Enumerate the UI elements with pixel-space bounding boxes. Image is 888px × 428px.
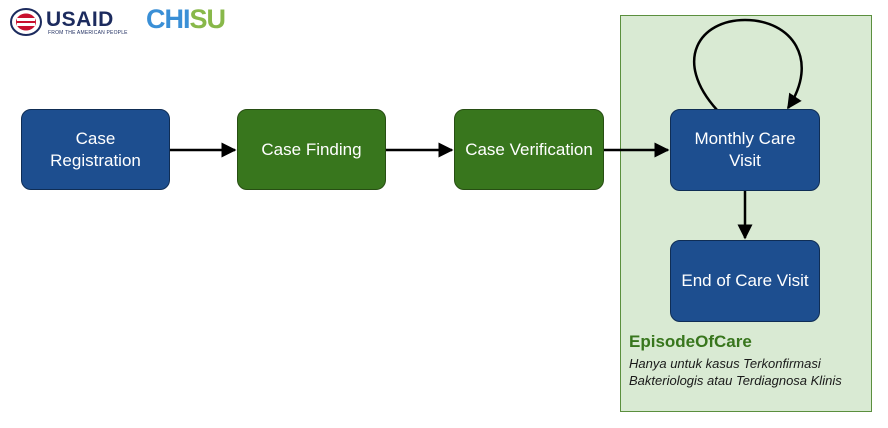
- logo-tagline: FROM THE AMERICAN PEOPLE: [48, 30, 128, 36]
- episode-of-care-title: EpisodeOfCare: [629, 332, 752, 351]
- usaid-chisu-logo: USAID CHISU FROM THE AMERICAN PEOPLE: [10, 4, 226, 38]
- node-monthly-care-visit: Monthly Care Visit: [670, 109, 820, 191]
- node-end-of-care-visit: End of Care Visit: [670, 240, 820, 322]
- usaid-wordmark: USAID: [46, 8, 114, 31]
- chisu-wordmark: CHISU: [146, 4, 227, 35]
- node-case-finding: Case Finding: [237, 109, 386, 190]
- chisu-prefix: CHI: [146, 4, 190, 34]
- chisu-suffix: SU: [189, 4, 227, 34]
- episode-of-care-description: Hanya untuk kasus Terkonfirmasi Bakterio…: [629, 356, 842, 388]
- node-case-verification: Case Verification: [454, 109, 604, 190]
- node-case-registration: Case Registration: [21, 109, 170, 190]
- edge-monthly-self-loop: [693, 18, 803, 111]
- usaid-seal-icon: [10, 8, 42, 36]
